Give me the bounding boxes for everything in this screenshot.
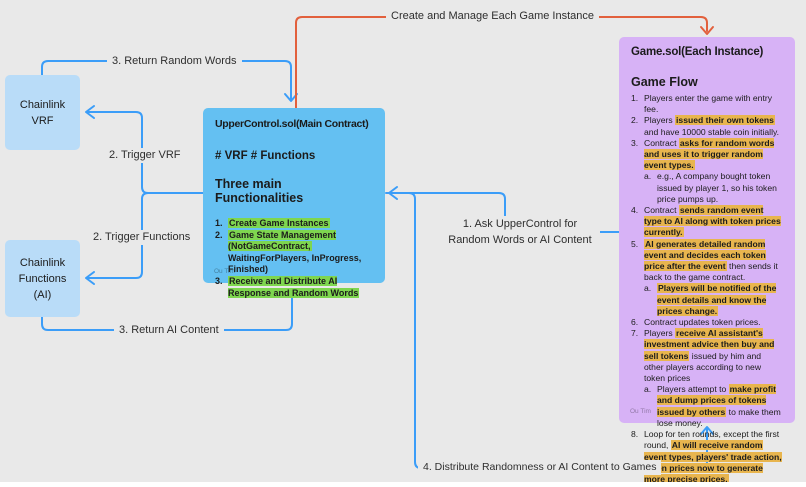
list-item: 2.Game State Management (NotGameContract… — [215, 229, 362, 275]
list-item: 6.Contract updates token prices. — [631, 317, 761, 328]
node-gamesol[interactable]: Game.sol(Each Instance) Game Flow 1.Play… — [619, 37, 795, 487]
list-subitem: a.Players will be notified of the event … — [644, 283, 777, 316]
chainlink-functions-label: Chainlink Functions (AI) — [18, 256, 67, 301]
list-item: 8.Loop for ten rounds, except the first … — [631, 429, 782, 484]
list-item: 2.Players issued their own tokens and ha… — [631, 115, 780, 137]
label-trigger-vrf[interactable]: 2. Trigger VRF — [104, 148, 186, 163]
node-uppercontrol[interactable]: UpperControl.sol(Main Contract) # VRF # … — [203, 108, 385, 298]
label-distribute[interactable]: 4. Distribute Randomness or AI Content t… — [418, 460, 662, 475]
gamesol-title: Game.sol(Each Instance) — [631, 46, 764, 58]
list-item: 3.Receive and Distribute AI Response and… — [215, 275, 360, 298]
list-subitem: a.e.g., A company bought token issued by… — [644, 171, 777, 204]
label-return-random-words[interactable]: 3. Return Random Words — [107, 54, 242, 69]
label-ask-uppercontrol[interactable]: 1. Ask UpperControl for Random Words or … — [440, 216, 600, 248]
uppercontrol-watermark: Ou Tim — [214, 268, 235, 275]
list-item: 1.Players enter the game with entry fee. — [631, 93, 773, 115]
uppercontrol-title: UpperControl.sol(Main Contract) — [215, 118, 369, 130]
canvas-footer-strip — [0, 482, 806, 487]
label-return-ai-content[interactable]: 3. Return AI Content — [114, 323, 224, 338]
gamesol-heading: Game Flow — [631, 75, 698, 89]
list-item: 7.Players receive AI assistant's investm… — [631, 328, 775, 384]
list-item: 1.Create Game Instances — [215, 218, 330, 228]
list-item: 3.Contract asks for random words and use… — [631, 137, 775, 171]
list-subitem: a.Players attempt to make profit and dum… — [644, 384, 781, 428]
list-item: 4.Contract sends random event type to AI… — [631, 205, 781, 238]
chainlink-vrf-label: Chainlink VRF — [19, 98, 66, 127]
node-chainlink-functions[interactable]: Chainlink Functions (AI) — [5, 240, 80, 317]
gamesol-watermark: Ou Tim — [630, 408, 651, 415]
label-trigger-functions[interactable]: 2. Trigger Functions — [88, 230, 196, 245]
gamesol-list: 1.Players enter the game with entry fee.… — [631, 93, 783, 487]
node-chainlink-vrf[interactable]: Chainlink VRF — [5, 75, 80, 150]
uppercontrol-heading: Three main Functionalities — [215, 177, 304, 205]
uppercontrol-subtitle: # VRF # Functions — [215, 150, 316, 162]
list-item: 5.AI generates detailed random event and… — [631, 238, 778, 283]
label-create-manage[interactable]: Create and Manage Each Game Instance — [386, 9, 600, 24]
